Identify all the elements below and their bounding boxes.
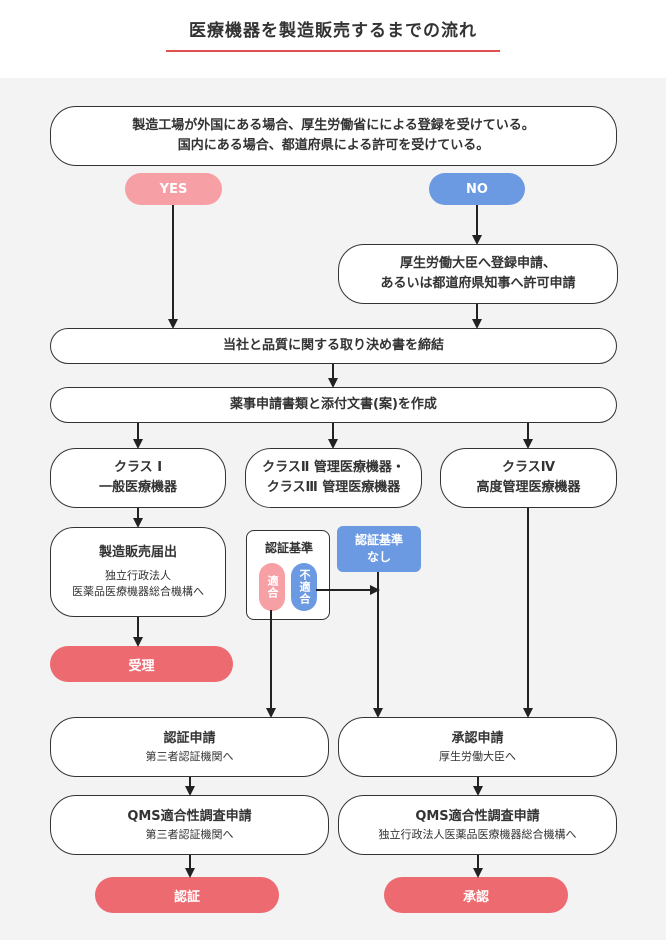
class1-line-1: クラス Ⅰ <box>113 459 163 475</box>
approval-application-title: 承認申請 <box>451 730 504 746</box>
notification-sub-1: 独立行政法人 <box>105 568 171 582</box>
class4-line-1: クラスⅣ <box>501 459 556 475</box>
qms-right-box: QMS適合性調査申請 独立行政法人医薬品医療機器総合機構へ <box>338 795 617 855</box>
no-pill: NO <box>429 173 525 205</box>
class1-line-2: 一般医療機器 <box>98 480 177 495</box>
title-underline <box>166 50 500 52</box>
qms-left-box: QMS適合性調査申請 第三者認証機関へ <box>50 795 329 855</box>
documents-box: 薬事申請書類と添付文書(案)を作成 <box>50 387 617 423</box>
notification-sub: 独立行政法人 医薬品医療機器総合機構へ <box>72 568 204 601</box>
cert-application-sub: 第三者認証機関へ <box>145 749 234 763</box>
no-standard-line-1: 認証基準 <box>354 533 403 548</box>
cert-application-box: 認証申請 第三者認証機関へ <box>50 717 329 777</box>
accepted-pill: 受理 <box>50 646 233 682</box>
class4-box: クラスⅣ 高度管理医療機器 <box>440 448 617 508</box>
conform-pill: 適合 <box>259 563 285 611</box>
cert-application-title: 認証申請 <box>163 730 216 746</box>
class23-box: クラスⅡ 管理医療機器・ クラスⅢ 管理医療機器 <box>245 448 422 508</box>
no-standard-line-2: なし <box>366 550 391 564</box>
approved-pill: 承認 <box>384 877 568 913</box>
registration-line-2: あるいは都道府県知事へ許可申請 <box>380 276 576 291</box>
class23-line-1: クラスⅡ 管理医療機器・ <box>262 459 405 475</box>
condition-box: 製造工場が外国にある場合、厚生労働省にによる登録を受けている。 国内にある場合、… <box>50 106 617 166</box>
class1-box: クラス Ⅰ 一般医療機器 <box>50 448 226 508</box>
cert-standard-label: 認証基準 <box>264 541 313 555</box>
qms-right-title: QMS適合性調査申請 <box>415 808 540 824</box>
registration-line-1: 厚生労働大臣へ登録申請、 <box>399 255 556 271</box>
notification-title: 製造販売届出 <box>98 545 177 561</box>
qms-right-sub: 独立行政法人医薬品医療機器総合機構へ <box>378 827 577 841</box>
condition-line-2: 国内にある場合、都道府県による許可を受けている。 <box>177 138 490 153</box>
qms-left-sub: 第三者認証機関へ <box>145 827 234 841</box>
notification-box: 製造販売届出 独立行政法人 医薬品医療機器総合機構へ <box>50 527 226 617</box>
qms-left-title: QMS適合性調査申請 <box>127 808 252 824</box>
condition-line-1: 製造工場が外国にある場合、厚生労働省にによる登録を受けている。 <box>132 117 535 133</box>
class4-line-2: 高度管理医療機器 <box>476 480 581 495</box>
approval-application-sub: 厚生労働大臣へ <box>439 749 516 763</box>
notification-sub-2: 医薬品医療機器総合機構へ <box>72 585 204 599</box>
class23-line-2: クラスⅢ 管理医療機器 <box>266 480 401 495</box>
yes-pill: YES <box>125 173 222 205</box>
approval-application-box: 承認申請 厚生労働大臣へ <box>338 717 617 777</box>
cert-standard-group: 認証基準 適合 不適合 <box>246 530 330 620</box>
agreement-box: 当社と品質に関する取り決め書を締結 <box>50 328 617 364</box>
page-title: 医療機器を製造販売するまでの流れ <box>189 21 477 41</box>
nonconform-pill: 不適合 <box>291 563 317 611</box>
certified-pill: 認証 <box>95 877 279 913</box>
no-standard-box: 認証基準 なし <box>337 526 421 572</box>
registration-box: 厚生労働大臣へ登録申請、 あるいは都道府県知事へ許可申請 <box>338 244 618 304</box>
